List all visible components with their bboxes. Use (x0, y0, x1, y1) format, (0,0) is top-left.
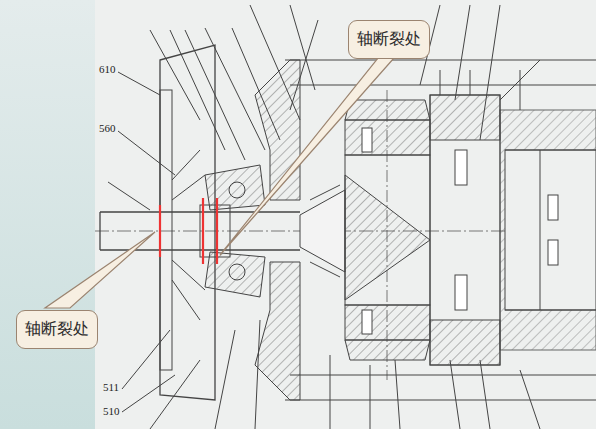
callout-text: 轴断裂处 (357, 29, 421, 50)
callout-number: 511 (102, 381, 120, 393)
callout-box: 轴断裂处 (16, 310, 98, 349)
callout-box: 轴断裂处 (348, 20, 430, 59)
callout-number: 560 (98, 122, 117, 134)
callout-number: 510 (102, 405, 121, 417)
callout-number: 610 (98, 63, 117, 75)
callout-text: 轴断裂处 (25, 319, 89, 340)
